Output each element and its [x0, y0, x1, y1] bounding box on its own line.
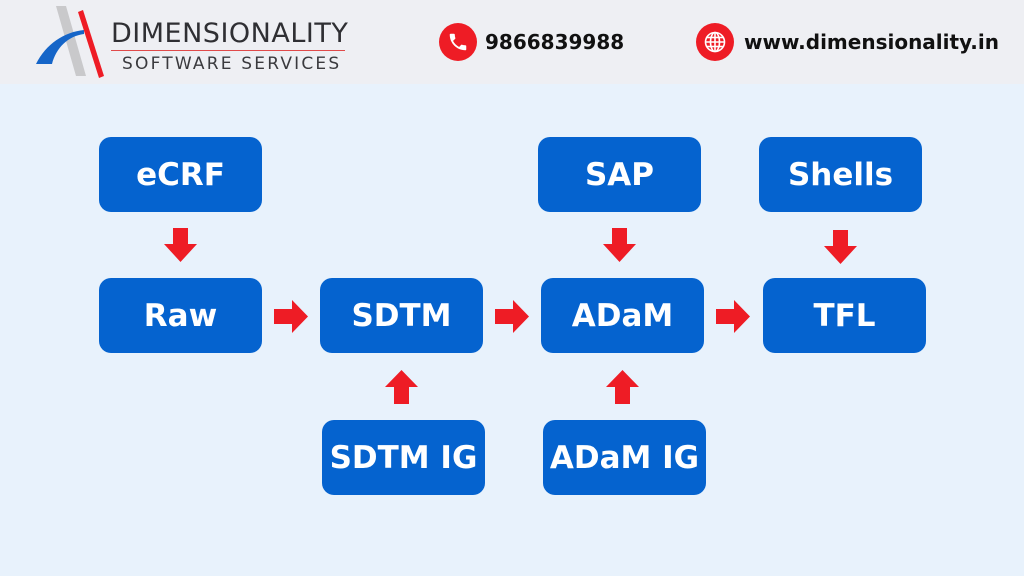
- phone-number: 9866839988: [485, 30, 625, 54]
- node-adam: ADaM: [541, 278, 704, 353]
- node-raw: Raw: [99, 278, 262, 353]
- arrow-up-icon: [606, 370, 639, 404]
- arrow-right-icon: [716, 300, 750, 333]
- node-tfl: TFL: [763, 278, 926, 353]
- arrow-down-icon: [164, 228, 197, 262]
- arrow-up-icon: [385, 370, 418, 404]
- globe-icon: [696, 23, 734, 61]
- company-logo-icon: [36, 6, 104, 78]
- node-sap: SAP: [538, 137, 701, 212]
- arrow-down-icon: [824, 230, 857, 264]
- website-url: www.dimensionality.in: [744, 30, 999, 54]
- arrow-right-icon: [274, 300, 308, 333]
- brand-name: DIMENSIONALITY: [111, 18, 349, 49]
- node-adam-ig: ADaM IG: [543, 420, 706, 495]
- node-sdtm: SDTM: [320, 278, 483, 353]
- arrow-right-icon: [495, 300, 529, 333]
- brand-divider: [111, 50, 345, 51]
- node-shells: Shells: [759, 137, 922, 212]
- node-sdtm-ig: SDTM IG: [322, 420, 485, 495]
- phone-icon: [439, 23, 477, 61]
- header-bar: DIMENSIONALITY SOFTWARE SERVICES 9866839…: [0, 0, 1024, 84]
- phone-contact[interactable]: 9866839988: [439, 22, 624, 62]
- node-ecrf: eCRF: [99, 137, 262, 212]
- website-contact[interactable]: www.dimensionality.in: [696, 22, 999, 62]
- arrow-down-icon: [603, 228, 636, 262]
- brand-subtitle: SOFTWARE SERVICES: [122, 54, 342, 74]
